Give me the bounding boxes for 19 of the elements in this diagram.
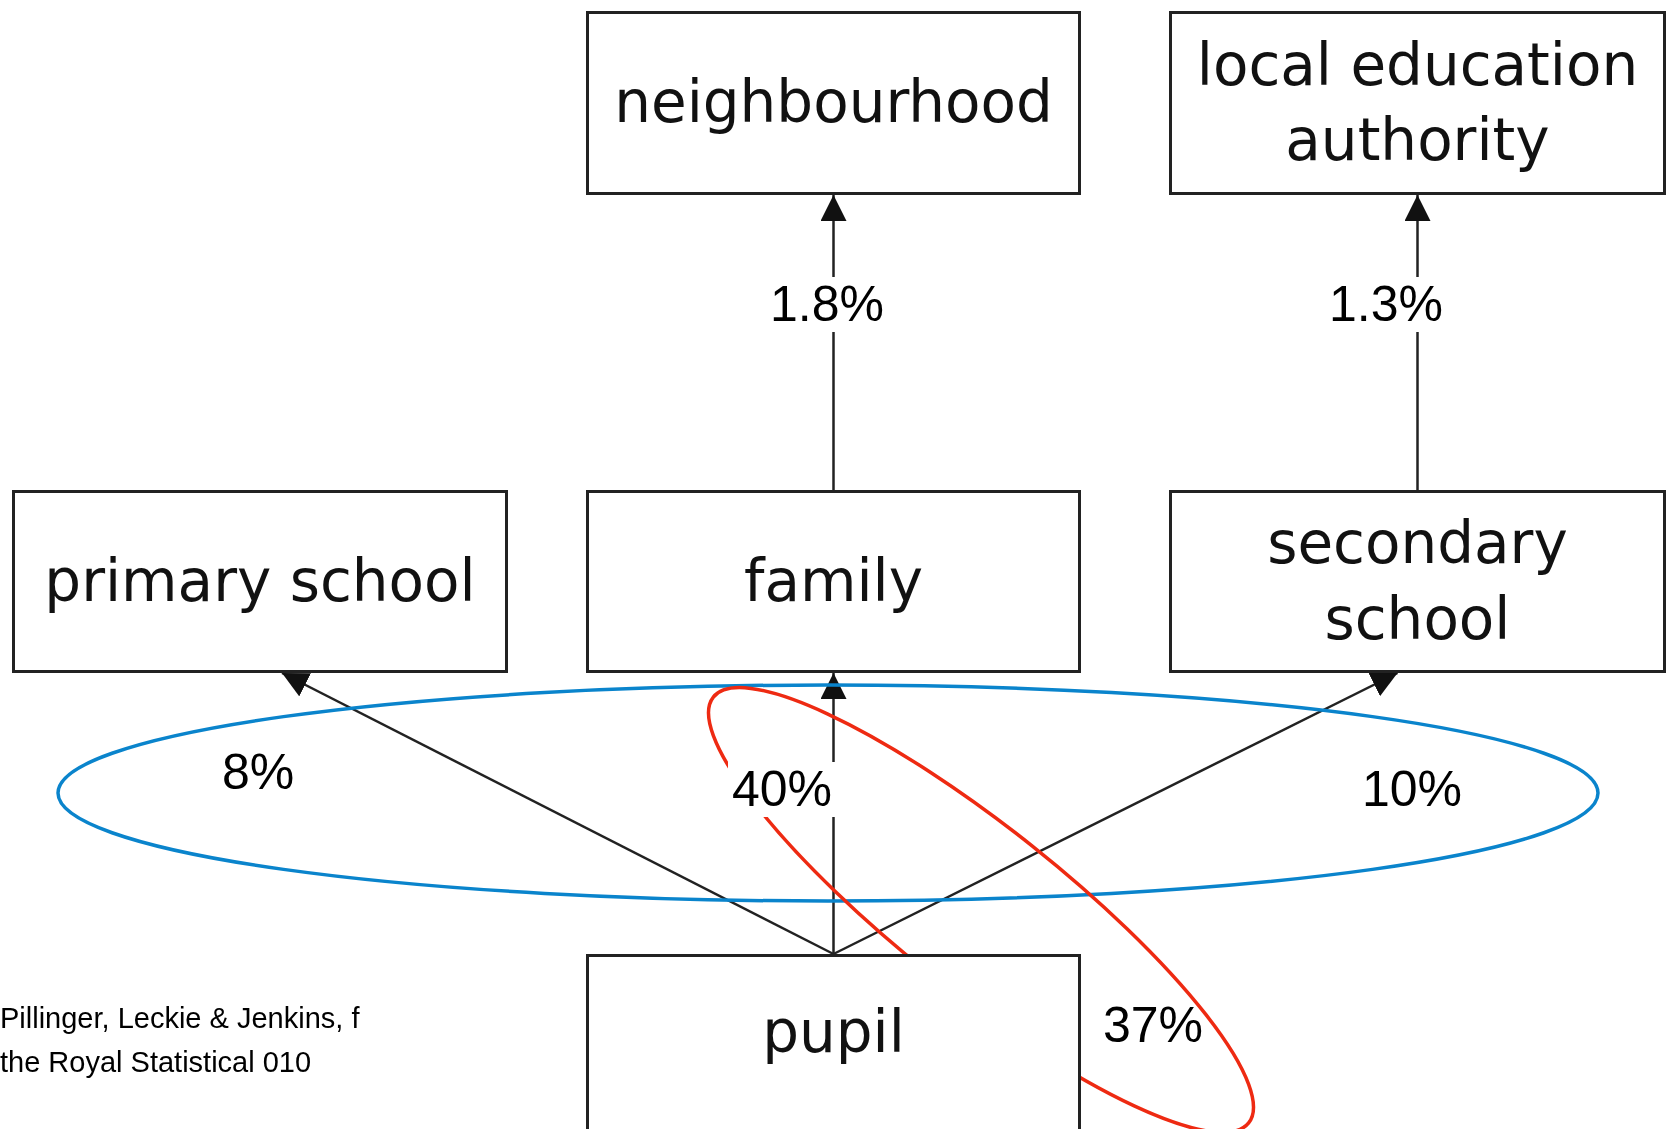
node-text: primary school (44, 545, 476, 617)
node-text: pupil (762, 997, 905, 1068)
citation-text: Pillinger, Leckie & Jenkins, f the Royal Statistical 010 (0, 1001, 361, 1080)
node-text: local education authority (1195, 29, 1640, 176)
process-box (1169, 11, 1666, 195)
edge-label: 10% (1361, 762, 1464, 817)
process-box (586, 11, 1081, 195)
edge-label: 8% (221, 745, 296, 800)
process-box (586, 490, 1081, 673)
node-text: neighbourhood (614, 67, 1053, 139)
process-box (1169, 490, 1666, 673)
arrow (832, 671, 1399, 956)
node-text: family (744, 545, 923, 617)
arrow (281, 671, 835, 956)
edge-label: 40% (728, 762, 837, 817)
process-box (586, 954, 1081, 1129)
process-box (12, 490, 508, 673)
node-text: secondary school (1266, 508, 1569, 655)
percentage-label: 37% (1103, 998, 1204, 1053)
